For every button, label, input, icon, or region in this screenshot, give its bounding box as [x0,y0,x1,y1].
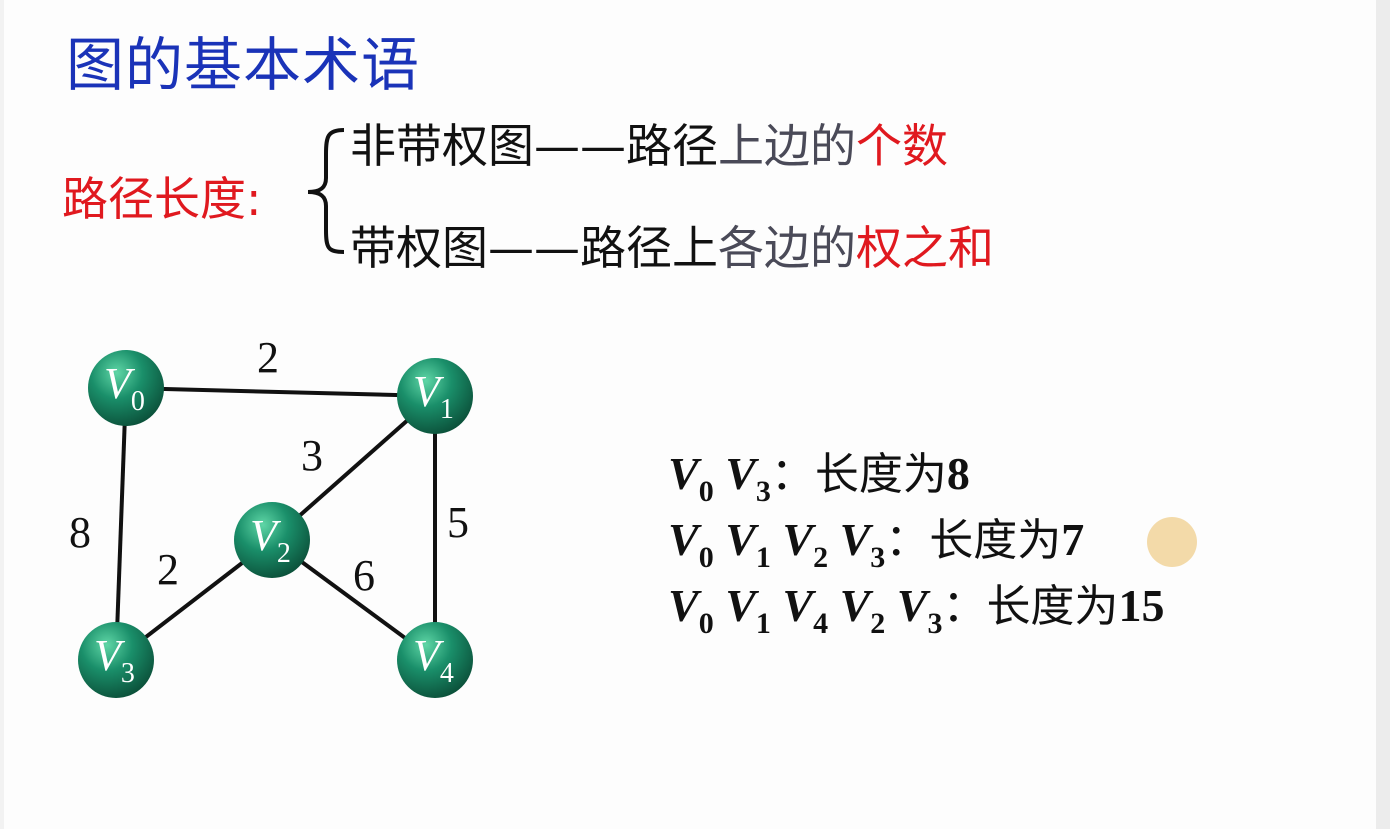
unweighted-definition: 非带权图——路径上边的个数 [350,110,948,176]
path-vertex: V3 [896,580,943,640]
node-label: V2 [250,511,291,569]
path-length-text: 长度为 [986,581,1119,632]
edge-v0-v1 [125,386,436,398]
node-circle [78,622,154,698]
weighted-definition: 带权图——路径上各边的权之和 [350,212,994,278]
node-v4: V4 [397,622,473,698]
cursor-highlight [1147,517,1197,567]
weighted-dash: —— [488,221,580,275]
edge-weight-v2-v4: 6 [353,551,375,600]
node-circle [88,350,164,426]
node-v0: V0 [88,350,164,426]
edge-weight-v1-v2: 3 [301,431,323,480]
path-vertex: V0 [668,514,714,574]
path-vertex: V3 [839,514,886,574]
path-length-value: 7 [1061,514,1085,565]
edge-weight-v0-v1: 2 [257,333,279,382]
curly-brace [307,128,345,254]
path-vertex: V3 [725,448,771,508]
edge-weight-v1-v4: 5 [447,498,469,547]
path-vertex: V4 [782,580,829,640]
unweighted-mid: 上边的 [718,119,856,173]
path-separator: ： [885,515,930,566]
slide-title: 图的基本术语 [66,31,421,99]
path-length-text: 长度为 [814,449,947,500]
path-example-1: V0 V3：长度为8 [668,438,1164,508]
path-vertex: V2 [839,580,886,640]
path-separator: ： [770,449,815,500]
node-v3: V3 [78,622,154,698]
path-vertex: V2 [782,514,829,574]
path-separator: ： [942,581,987,632]
weighted-term: 带权图 [350,221,488,275]
path-length-colon: : [246,172,262,226]
node-v2: V2 [234,502,310,578]
node-v1: V1 [397,358,473,434]
unweighted-term: 非带权图 [350,119,534,173]
weighted-pre: 路径上 [580,221,718,275]
right-edge [1376,0,1390,829]
path-example-2: V0 V1 V2 V3：长度为7 [668,504,1164,574]
unweighted-dash: —— [534,119,626,173]
path-length-term: 路径长度 [62,172,246,226]
path-vertex: V0 [668,580,714,640]
node-circle [234,502,310,578]
edge-v0-v3 [114,387,128,661]
path-length-label: 路径长度: [62,163,262,229]
path-vertex: V1 [725,514,771,574]
path-vertex: V0 [668,448,714,508]
weighted-emph: 权之和 [856,221,994,275]
path-length-value: 15 [1118,580,1165,631]
path-length-text: 长度为 [929,515,1062,566]
path-vertex: V1 [725,580,771,640]
path-example-3: V0 V1 V4 V2 V3：长度为15 [668,570,1165,640]
edge-weight-v2-v3: 2 [157,545,179,594]
unweighted-emph: 个数 [856,119,948,173]
weighted-mid: 各边的 [718,221,856,275]
left-edge [0,0,4,829]
node-circle [397,622,473,698]
edge-weight-v0-v3: 8 [69,508,91,557]
node-label: V0 [104,359,145,417]
node-label: V3 [94,631,135,689]
unweighted-pre: 路径 [626,119,718,173]
node-circle [397,358,473,434]
node-label: V1 [413,367,454,425]
node-label: V4 [413,631,454,689]
path-length-value: 8 [946,448,970,499]
